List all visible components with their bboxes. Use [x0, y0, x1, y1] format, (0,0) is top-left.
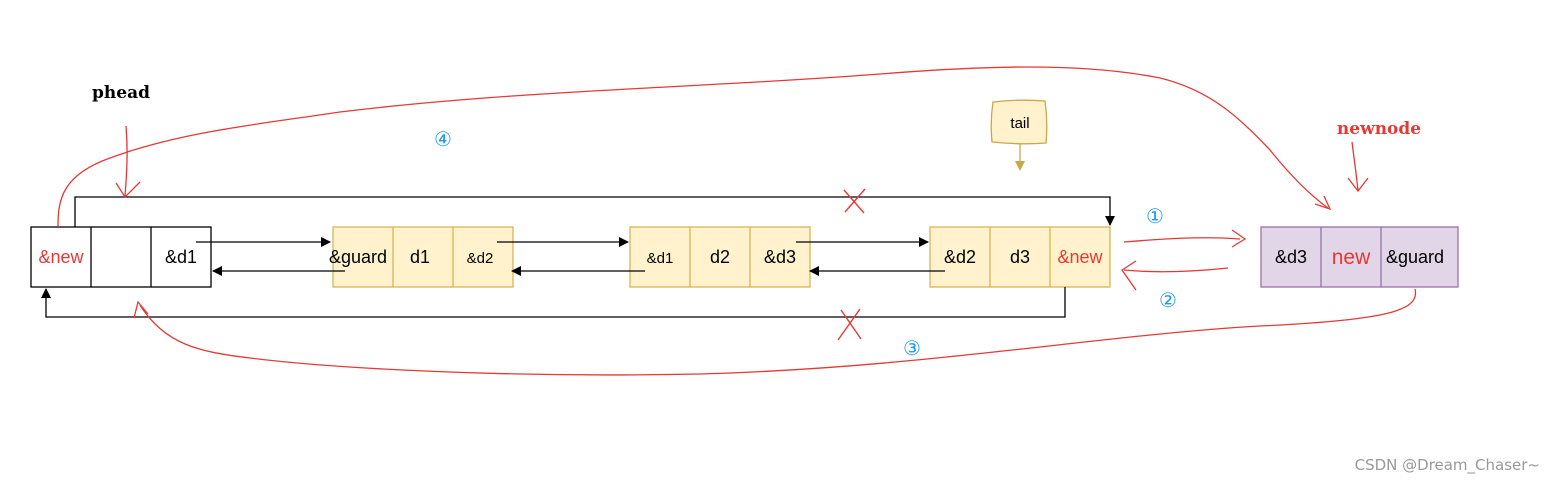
newnode-pointer-arrowhead — [1347, 177, 1369, 193]
new-link-1-d3-to-new — [1123, 237, 1241, 243]
node-d3-prev-field: &d2 — [944, 247, 976, 267]
new-node-data-field: new — [1332, 246, 1371, 269]
new-node-next-field: &guard — [1386, 247, 1444, 267]
old-link-d3-next-to-guard — [41, 287, 1066, 318]
step-2-label: ② — [1159, 288, 1177, 312]
new-link-1-arrowhead — [1231, 229, 1247, 248]
node-d3-next-field: &new — [1057, 247, 1103, 267]
node-d2: &d1 d2 &d3 — [629, 226, 811, 288]
new-link-3-new-to-guard — [139, 288, 1417, 376]
node-d3-data-field: d3 — [1010, 247, 1030, 267]
new-link-2-new-to-d3 — [1123, 267, 1229, 273]
step-1-label: ① — [1146, 204, 1164, 228]
node-d2-data-field: d2 — [710, 247, 730, 267]
node-d2-next-field: &d3 — [764, 247, 796, 267]
node-d1: &guard d1 &d2 — [329, 226, 514, 288]
new-link-4-arrowhead — [1314, 195, 1332, 211]
phead-pointer-arrow — [124, 125, 128, 197]
step-3-label: ③ — [903, 336, 921, 360]
old-link-guard-prev-to-d3 — [74, 196, 1115, 227]
newnode-pointer-arrow — [1351, 141, 1359, 191]
phead-label: phead — [92, 83, 150, 103]
newnode-label: newnode — [1337, 119, 1421, 139]
cross-mark-bottom — [837, 308, 862, 341]
step-4-label: ④ — [434, 127, 452, 151]
node-d1-next-field: &d2 — [467, 250, 494, 267]
guard-prev-field: &new — [38, 247, 84, 267]
new-link-4-guard-to-new — [57, 66, 1329, 227]
cross-mark-top — [843, 188, 866, 214]
node-d1-prev-field: &guard — [329, 247, 387, 267]
new-node: &d3 new &guard — [1260, 226, 1459, 288]
watermark: CSDN @Dream_Chaser~ — [1355, 456, 1540, 475]
new-link-3-arrowhead — [133, 300, 149, 319]
node-d1-data-field: d1 — [410, 247, 430, 267]
tail-label: tail — [1010, 115, 1029, 132]
node-d2-prev-field: &d1 — [647, 250, 674, 267]
new-link-2-arrowhead — [1121, 260, 1137, 291]
guard-next-field: &d1 — [165, 247, 197, 267]
phead-pointer-arrowhead — [115, 181, 141, 199]
node-d3: &d2 d3 &new — [929, 226, 1111, 288]
guard-node: &new &d1 — [30, 226, 212, 288]
new-node-prev-field: &d3 — [1275, 247, 1307, 267]
tail-pointer: tail — [990, 99, 1048, 171]
